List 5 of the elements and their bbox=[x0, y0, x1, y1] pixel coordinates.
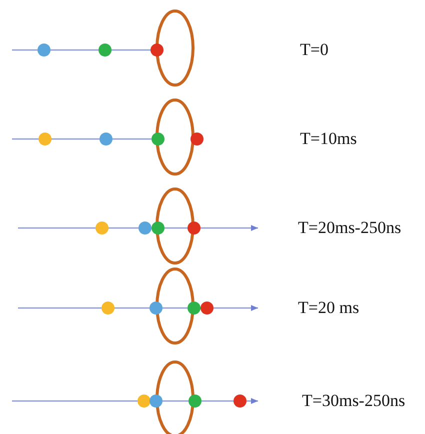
time-label: T=20ms-250ns bbox=[298, 218, 402, 238]
time-label: T=0 bbox=[300, 40, 328, 60]
time-label: T=20 ms bbox=[298, 298, 360, 318]
time-label: T=30ms-250ns bbox=[302, 391, 406, 411]
time-label: T=10ms bbox=[300, 129, 357, 149]
